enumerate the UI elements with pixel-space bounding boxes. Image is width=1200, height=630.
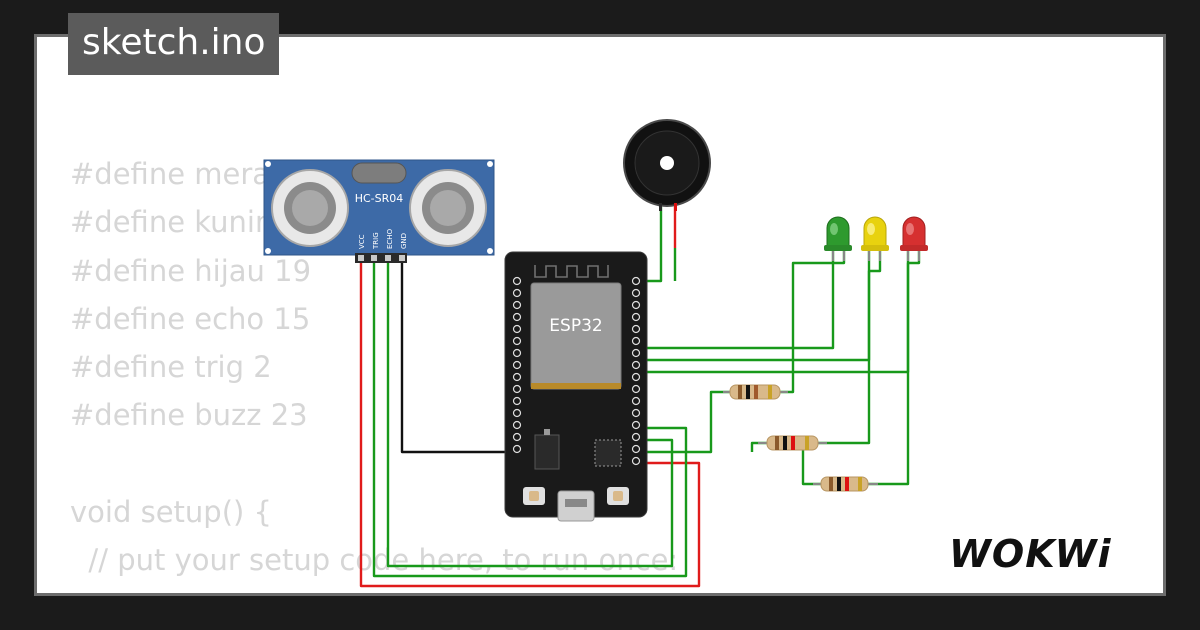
sensor-pin-label: GND	[400, 233, 408, 249]
code-line: // put your setup code here, to run once…	[70, 543, 679, 578]
wire-led-red-gnd[interactable]	[868, 251, 921, 486]
esp32-board[interactable]: ESP32	[504, 251, 648, 522]
sensor-pin-label: ECHO	[386, 228, 394, 249]
wire-led-green[interactable]	[640, 251, 835, 350]
sensor-pin-label: VCC	[358, 234, 366, 249]
wire-led-yellow-gnd[interactable]	[818, 251, 882, 445]
resistor-1[interactable]	[723, 384, 788, 400]
wire-echo[interactable]	[386, 260, 674, 568]
wires	[359, 207, 921, 588]
code-line: #define buzz 23	[70, 398, 308, 433]
wire-trig[interactable]	[372, 260, 688, 578]
led-green[interactable]	[824, 216, 852, 261]
wire-resistor-1-gnd[interactable]	[640, 390, 730, 454]
led-yellow[interactable]	[861, 216, 889, 261]
circuit-diagram: HC-SR04 VCC TRIG ECHO GND	[263, 119, 928, 588]
file-tab[interactable]: sketch.ino	[68, 13, 280, 75]
wokwi-logo: WOKWi	[949, 532, 1112, 576]
code-line: Serial.begin(115200);	[70, 585, 678, 593]
sensor-label: HC-SR04	[355, 192, 404, 205]
code-line: void setup() {	[70, 495, 272, 530]
sensor-pin-label: TRIG	[372, 232, 380, 250]
wire-resistor-2-gnd[interactable]	[750, 441, 767, 452]
buzzer[interactable]	[623, 119, 711, 211]
wire-vcc[interactable]	[359, 260, 701, 588]
wire-gnd[interactable]	[400, 260, 508, 454]
file-tab-title: sketch.ino	[82, 22, 266, 63]
code-line: #define trig 2	[70, 350, 272, 385]
resistor-3[interactable]	[813, 476, 878, 492]
led-red[interactable]	[900, 216, 928, 261]
wokwi-logo-text: WOKWi	[949, 532, 1112, 576]
diagram-canvas[interactable]: #define merah 4#define kuning 18#define …	[34, 34, 1166, 596]
hc-sr04-sensor[interactable]: HC-SR04 VCC TRIG ECHO GND	[263, 159, 495, 263]
resistor-2[interactable]	[758, 435, 827, 451]
code-line: #define echo 15	[70, 301, 311, 336]
code-line: #define hijau 19	[70, 253, 312, 288]
board-label: ESP32	[549, 316, 602, 336]
